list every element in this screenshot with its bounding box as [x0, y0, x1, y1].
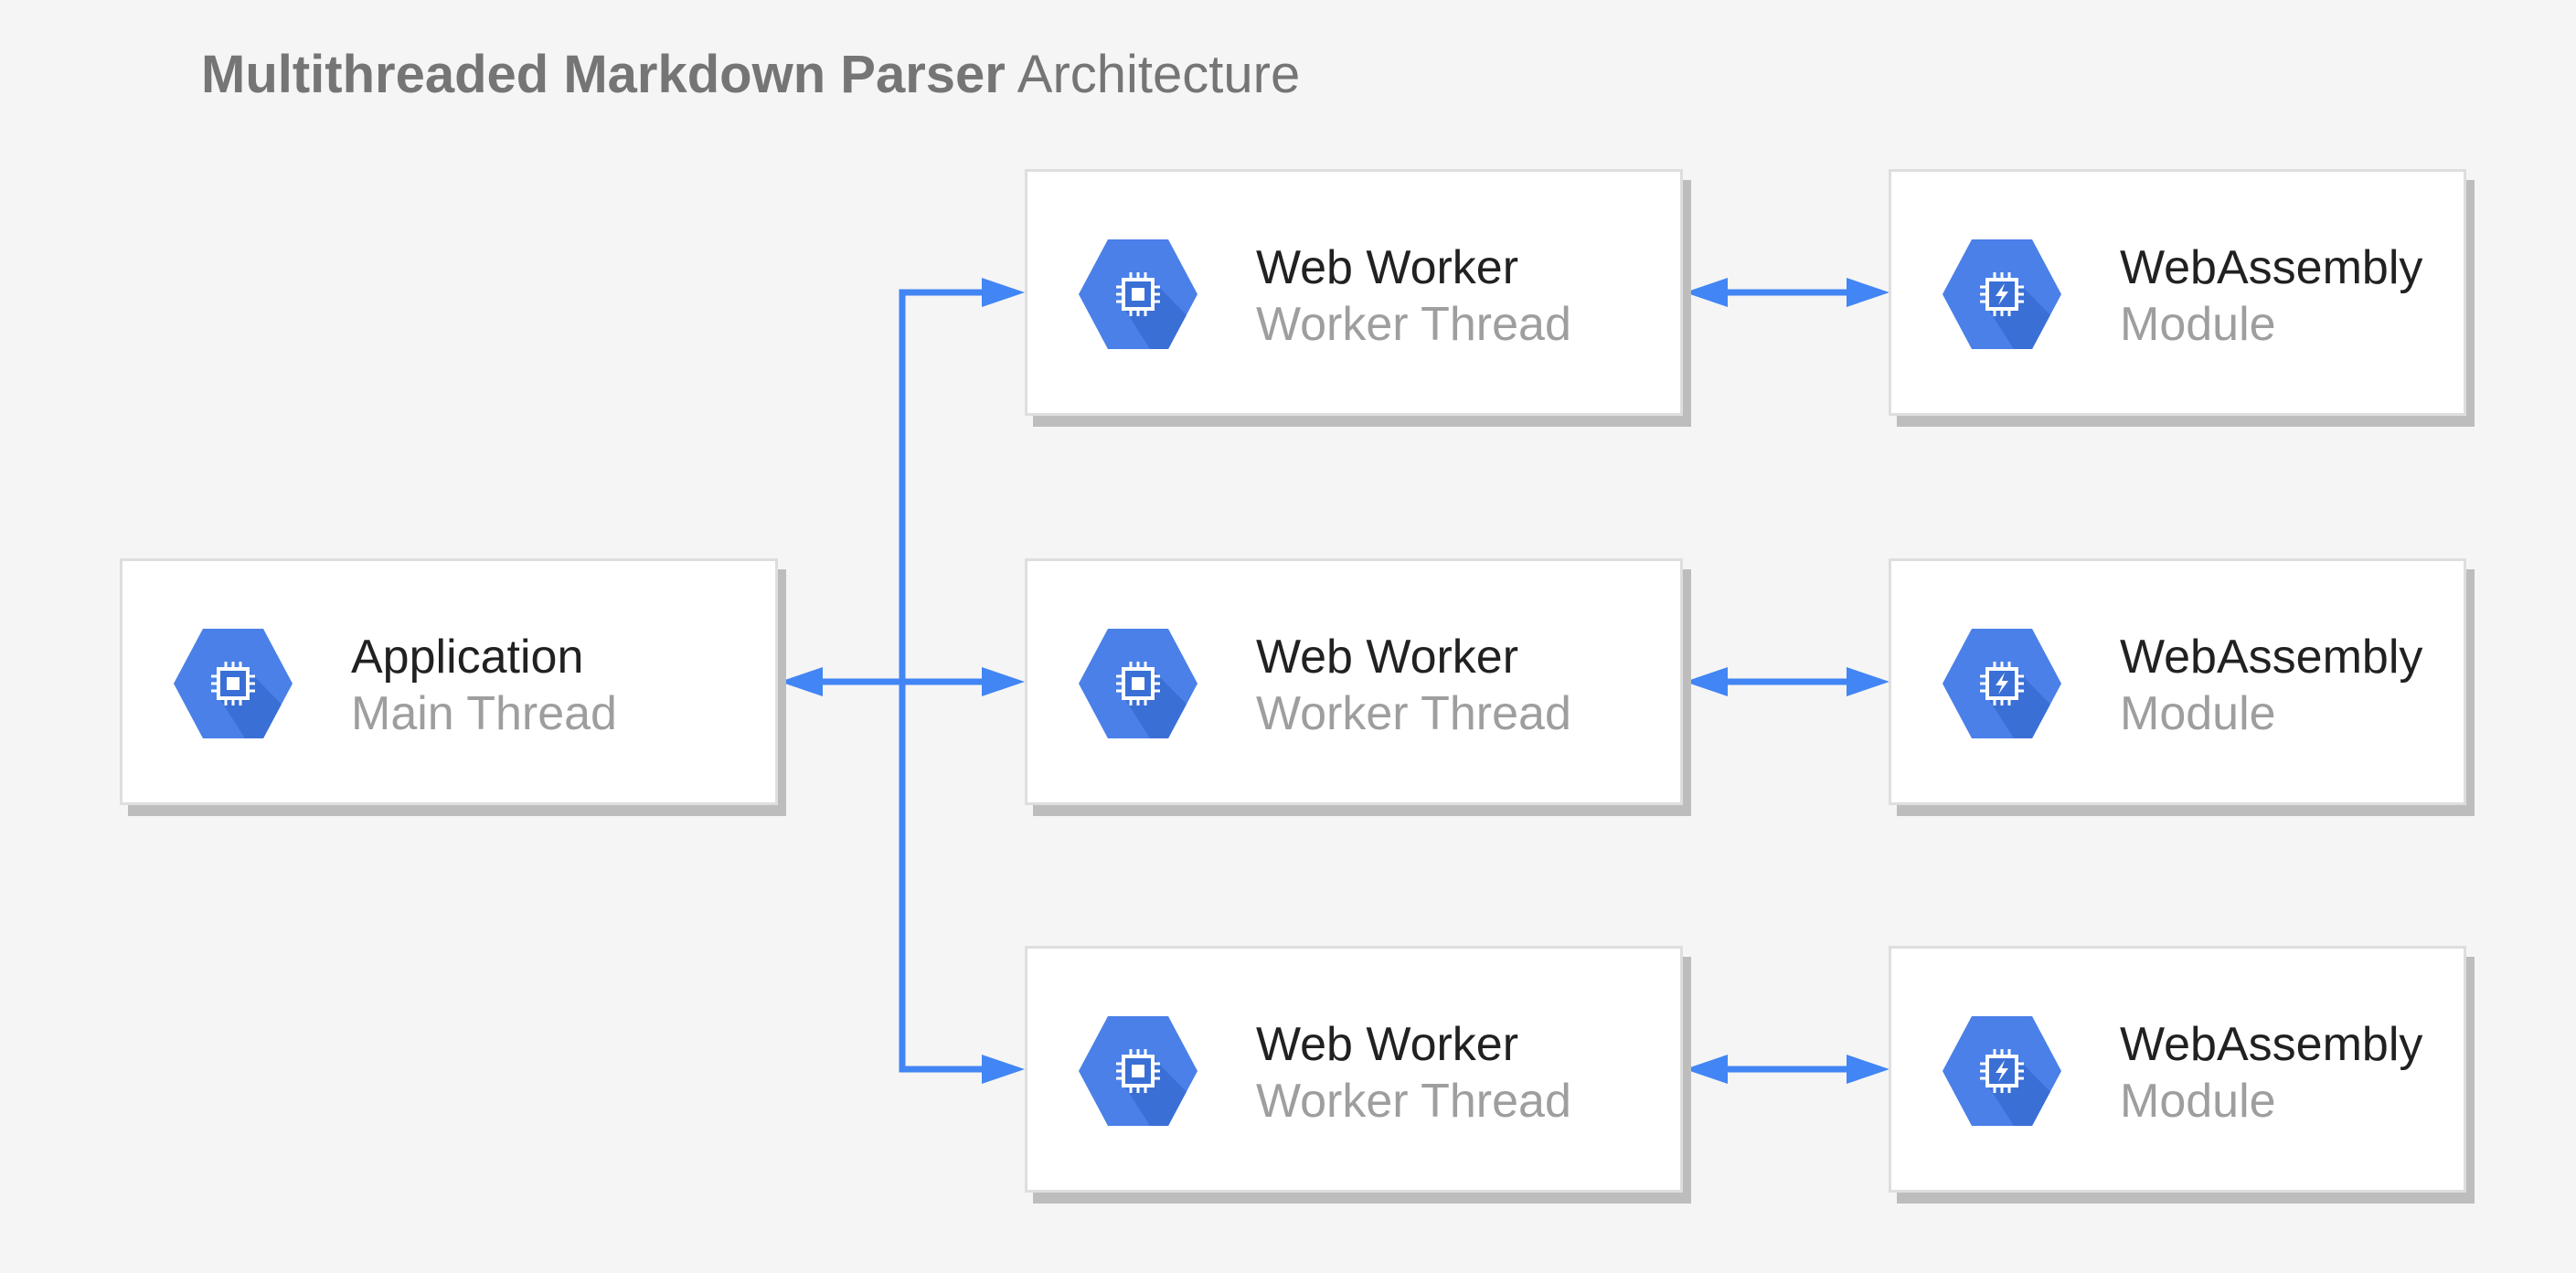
- node-subtitle: Worker Thread: [1256, 1075, 1571, 1128]
- cpu-chip-icon: [1079, 239, 1198, 349]
- node-name: Web Worker: [1256, 241, 1519, 294]
- node-subtitle: Module: [2120, 1075, 2276, 1128]
- cpu-bolt-icon: [1943, 629, 2061, 738]
- arrowhead-app: [780, 667, 823, 696]
- arrowhead-worker1-left: [1685, 278, 1728, 307]
- node-name: Web Worker: [1256, 1018, 1519, 1071]
- diagram-title: Multithreaded Markdown Parser Architectu…: [201, 44, 1300, 105]
- node-subtitle: Main Thread: [351, 687, 617, 740]
- node-subtitle: Worker Thread: [1256, 687, 1571, 740]
- node-name: Application: [351, 631, 584, 684]
- webassembly-module-node-1: WebAssembly Module: [1889, 169, 2466, 416]
- arrowhead-worker3-left: [1685, 1055, 1728, 1084]
- cpu-chip-icon: [1079, 629, 1198, 738]
- title-light: Architecture: [1017, 45, 1301, 104]
- node-name: WebAssembly: [2120, 631, 2423, 684]
- cpu-bolt-icon: [1943, 1016, 2061, 1126]
- cpu-chip-icon: [174, 629, 293, 738]
- arrowhead-module-2: [1847, 667, 1889, 696]
- arrowhead-worker-3: [982, 1055, 1025, 1084]
- node-subtitle: Module: [2120, 298, 2276, 351]
- node-name: WebAssembly: [2120, 1018, 2423, 1071]
- branch-worker-3: [899, 682, 987, 1073]
- web-worker-node-2: Web Worker Worker Thread: [1025, 558, 1683, 805]
- web-worker-node-3: Web Worker Worker Thread: [1025, 946, 1683, 1193]
- webassembly-module-node-2: WebAssembly Module: [1889, 558, 2466, 805]
- web-worker-node-1: Web Worker Worker Thread: [1025, 169, 1683, 416]
- node-name: WebAssembly: [2120, 241, 2423, 294]
- webassembly-module-node-3: WebAssembly Module: [1889, 946, 2466, 1193]
- arrowhead-module-1: [1847, 278, 1889, 307]
- arrowhead-module-3: [1847, 1055, 1889, 1084]
- node-subtitle: Module: [2120, 687, 2276, 740]
- title-bold: Multithreaded Markdown Parser: [201, 45, 1006, 104]
- arrowhead-worker-2: [982, 667, 1025, 696]
- application-node: Application Main Thread: [120, 558, 778, 805]
- arrowhead-worker2-left: [1685, 667, 1728, 696]
- arrowhead-worker-1: [982, 278, 1025, 307]
- node-name: Web Worker: [1256, 631, 1519, 684]
- cpu-chip-icon: [1079, 1016, 1198, 1126]
- branch-worker-1: [899, 289, 987, 682]
- node-subtitle: Worker Thread: [1256, 298, 1571, 351]
- cpu-bolt-icon: [1943, 239, 2061, 349]
